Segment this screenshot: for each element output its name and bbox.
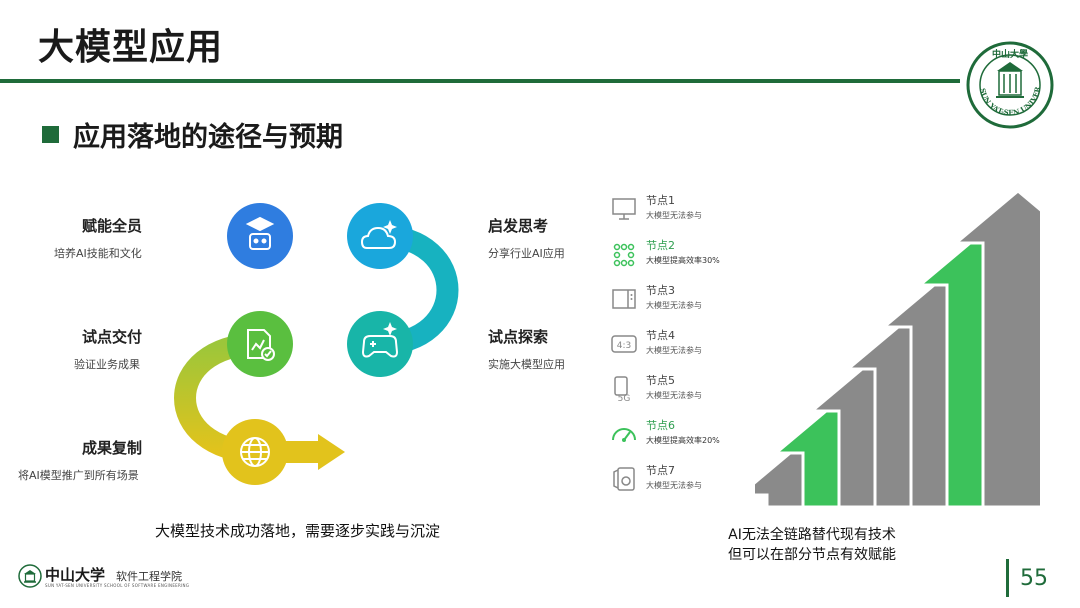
aspect-ratio-icon: 4:3 bbox=[611, 335, 637, 353]
node-name: 节点4 bbox=[646, 329, 675, 342]
node-item-7: 节点7 大模型无法参与 bbox=[610, 460, 740, 505]
step-circle-4 bbox=[227, 311, 293, 377]
node-name: 节点2 bbox=[646, 239, 675, 252]
section-title-text: 应用落地的途径与预期 bbox=[73, 122, 343, 153]
page-title: 大模型应用 bbox=[38, 27, 224, 68]
node-item-2: 节点2 大模型提高效率30% bbox=[610, 235, 740, 280]
nodes-caption-line-2: 但可以在部分节点有效赋能 bbox=[728, 547, 896, 563]
section-title: 应用落地的途径与预期 bbox=[42, 115, 343, 154]
node-desc: 大模型无法参与 bbox=[646, 211, 702, 220]
node-item-5: 5G 节点5 大模型无法参与 bbox=[610, 370, 740, 415]
step-circle-1 bbox=[227, 203, 293, 269]
node-desc: 大模型提高效率30% bbox=[646, 256, 720, 265]
node-desc: 大模型无法参与 bbox=[646, 301, 702, 310]
footer-divider bbox=[1006, 559, 1009, 597]
step-2-label: 启发思考 bbox=[488, 217, 549, 235]
node-desc: 大模型无法参与 bbox=[646, 481, 702, 490]
footer-school: 软件工程学院 bbox=[116, 570, 182, 583]
university-logo: SUN YAT-SEN UNIVERSITY 中山大學 bbox=[966, 41, 1054, 129]
step-circle-3 bbox=[347, 311, 413, 377]
gamepad-sparkle-icon bbox=[361, 322, 399, 358]
step-1-desc: 培养AI技能和文化 bbox=[54, 247, 142, 260]
globe-icon bbox=[240, 437, 270, 467]
step-1-label: 赋能全员 bbox=[82, 217, 143, 235]
step-4-label: 试点交付 bbox=[82, 328, 143, 346]
header-divider bbox=[0, 79, 960, 83]
step-3-desc: 实施大模型应用 bbox=[488, 358, 565, 371]
aspect-ratio-glyph: 4:3 bbox=[617, 341, 631, 351]
svg-text:中山大學: 中山大學 bbox=[992, 48, 1028, 60]
node-name: 节点7 bbox=[646, 464, 675, 477]
cloud-sparkle-icon bbox=[360, 220, 397, 249]
microwave-icon bbox=[612, 289, 636, 309]
nodes-caption: AI无法全链路替代现有技术 但可以在部分节点有效赋能 bbox=[712, 525, 912, 565]
node-item-3: 节点3 大模型无法参与 bbox=[610, 280, 740, 325]
robot-graduation-cap-icon bbox=[245, 216, 275, 250]
node-desc: 大模型提高效率20% bbox=[646, 436, 720, 445]
page-number: 55 bbox=[1020, 566, 1048, 591]
step-circle-5 bbox=[222, 419, 288, 485]
node-item-6: 节点6 大模型提高效率20% bbox=[610, 415, 740, 460]
speaker-icon bbox=[613, 467, 635, 491]
footer-university: 中山大学 bbox=[45, 566, 106, 584]
monitor-icon bbox=[612, 198, 636, 220]
adoption-path-diagram: 赋能全员 培养AI技能和文化 启发思考 分享行业AI应用 试点探索 实施大模型应… bbox=[0, 190, 565, 510]
node-desc: 大模型无法参与 bbox=[646, 391, 702, 400]
step-2-desc: 分享行业AI应用 bbox=[488, 247, 565, 260]
node-name: 节点3 bbox=[646, 284, 675, 297]
step-5-label: 成果复制 bbox=[82, 439, 143, 457]
5g-glyph: 5G bbox=[618, 394, 631, 402]
footer-brand: 中山大学 软件工程学院 SUN YAT-SEN UNIVERSITY SCHOO… bbox=[18, 562, 278, 594]
nodes-caption-line-1: AI无法全链路替代现有技术 bbox=[728, 527, 896, 543]
flow-arrowhead bbox=[318, 434, 345, 470]
gauge-icon bbox=[612, 428, 636, 442]
stacked-arrows-graphic bbox=[755, 189, 1040, 509]
node-name: 节点6 bbox=[646, 419, 675, 432]
step-4-desc: 验证业务成果 bbox=[74, 358, 140, 371]
node-desc: 大模型无法参与 bbox=[646, 346, 702, 355]
step-5-desc: 将AI模型推广到所有场景 bbox=[18, 469, 139, 482]
step-circle-2 bbox=[347, 203, 413, 269]
university-seal-icon bbox=[18, 564, 42, 588]
node-item-4: 4:3 节点4 大模型无法参与 bbox=[610, 325, 740, 370]
phone-5g-icon: 5G bbox=[614, 376, 631, 402]
step-3-label: 试点探索 bbox=[488, 328, 549, 346]
footer-subline: SUN YAT-SEN UNIVERSITY SCHOOL OF SOFTWAR… bbox=[45, 583, 190, 588]
section-bullet bbox=[42, 126, 59, 143]
document-check-icon bbox=[247, 329, 275, 361]
node-item-1: 节点1 大模型无法参与 bbox=[610, 190, 740, 235]
flow-path bbox=[160, 203, 459, 485]
arrow-node-7 bbox=[951, 189, 1040, 509]
flow-caption: 大模型技术成功落地，需要逐步实践与沉淀 bbox=[155, 522, 441, 540]
node-list: 节点1 大模型无法参与 节点2 大模型提高效率30% 节点3 大模型无法参与 4… bbox=[610, 190, 740, 505]
node-name: 节点5 bbox=[646, 374, 675, 387]
node-name: 节点1 bbox=[646, 194, 675, 207]
grid-dots-icon bbox=[613, 243, 635, 267]
